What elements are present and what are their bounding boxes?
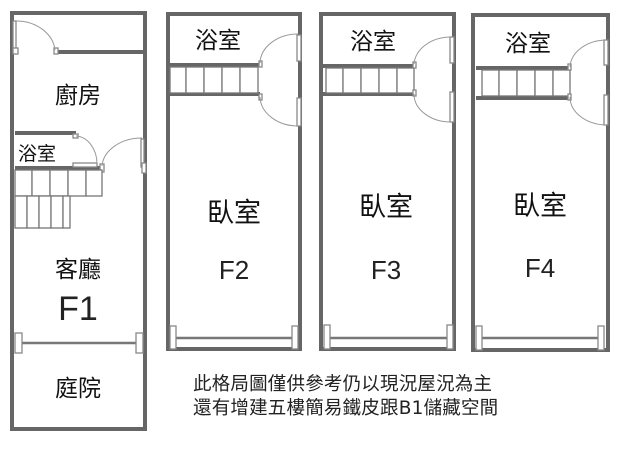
- f3-outer-wall: [319, 12, 456, 351]
- floor-label-f1: F1: [58, 290, 98, 328]
- f2-stair-door: [258, 93, 302, 127]
- f2-window: [169, 325, 299, 350]
- room-label-kitchen: 廚房: [55, 83, 101, 109]
- room-label-bathroom-f1: 浴室: [18, 143, 56, 165]
- f1-staircase: [14, 169, 103, 229]
- floor-plan-f3: 浴室 臥室 F3: [319, 12, 456, 351]
- room-label-bathroom-f2: 浴室: [195, 28, 241, 54]
- room-label-bedroom-f2: 臥室: [207, 198, 261, 229]
- room-label-living-room: 客廳: [55, 257, 101, 283]
- f4-bath-door: [567, 39, 609, 71]
- room-label-courtyard: 庭院: [55, 376, 101, 402]
- floor-plan-f1: 廚房 浴室 客廳 F1: [10, 11, 147, 431]
- f2-outer-wall: [166, 12, 302, 351]
- f4-outer-wall: [471, 13, 610, 352]
- f1-sliding-door: [14, 332, 144, 354]
- f3-staircase: [325, 67, 415, 94]
- f1-outer-wall: [10, 11, 147, 431]
- floor-label-f3: F3: [371, 255, 401, 285]
- f4-stair-door: [567, 93, 609, 126]
- floor-plan-f4: 浴室 臥室 F4: [471, 13, 610, 352]
- room-label-bedroom-f3: 臥室: [359, 192, 413, 223]
- floor-label-f2: F2: [219, 255, 249, 285]
- room-label-bathroom-f3: 浴室: [350, 29, 396, 55]
- floor-plan-f2: 浴室 臥室 F2: [166, 12, 302, 351]
- f3-window: [323, 324, 454, 350]
- f2-staircase: [169, 66, 259, 94]
- floor-label-f4: F4: [525, 253, 555, 283]
- f1-bath-door: [72, 133, 98, 168]
- f4-window: [475, 325, 605, 351]
- disclaimer-line-1: 此格局圖僅供參考仍以現況屋況為主: [193, 374, 493, 395]
- disclaimer-note: 此格局圖僅供參考仍以現況屋況為主 還有增建五樓簡易鐵皮跟B1儲藏空間: [193, 373, 498, 421]
- f2-bath-door: [258, 33, 302, 68]
- f1-entry-door: [12, 20, 59, 55]
- f3-stair-door: [412, 89, 455, 123]
- room-label-bedroom-f4: 臥室: [513, 191, 567, 222]
- f3-bath-door: [412, 36, 455, 69]
- f1-stair-door: [99, 137, 147, 174]
- f4-staircase: [481, 69, 571, 97]
- room-label-bathroom-f4: 浴室: [505, 31, 551, 57]
- disclaimer-line-2: 還有增建五樓簡易鐵皮跟B1儲藏空間: [193, 398, 499, 419]
